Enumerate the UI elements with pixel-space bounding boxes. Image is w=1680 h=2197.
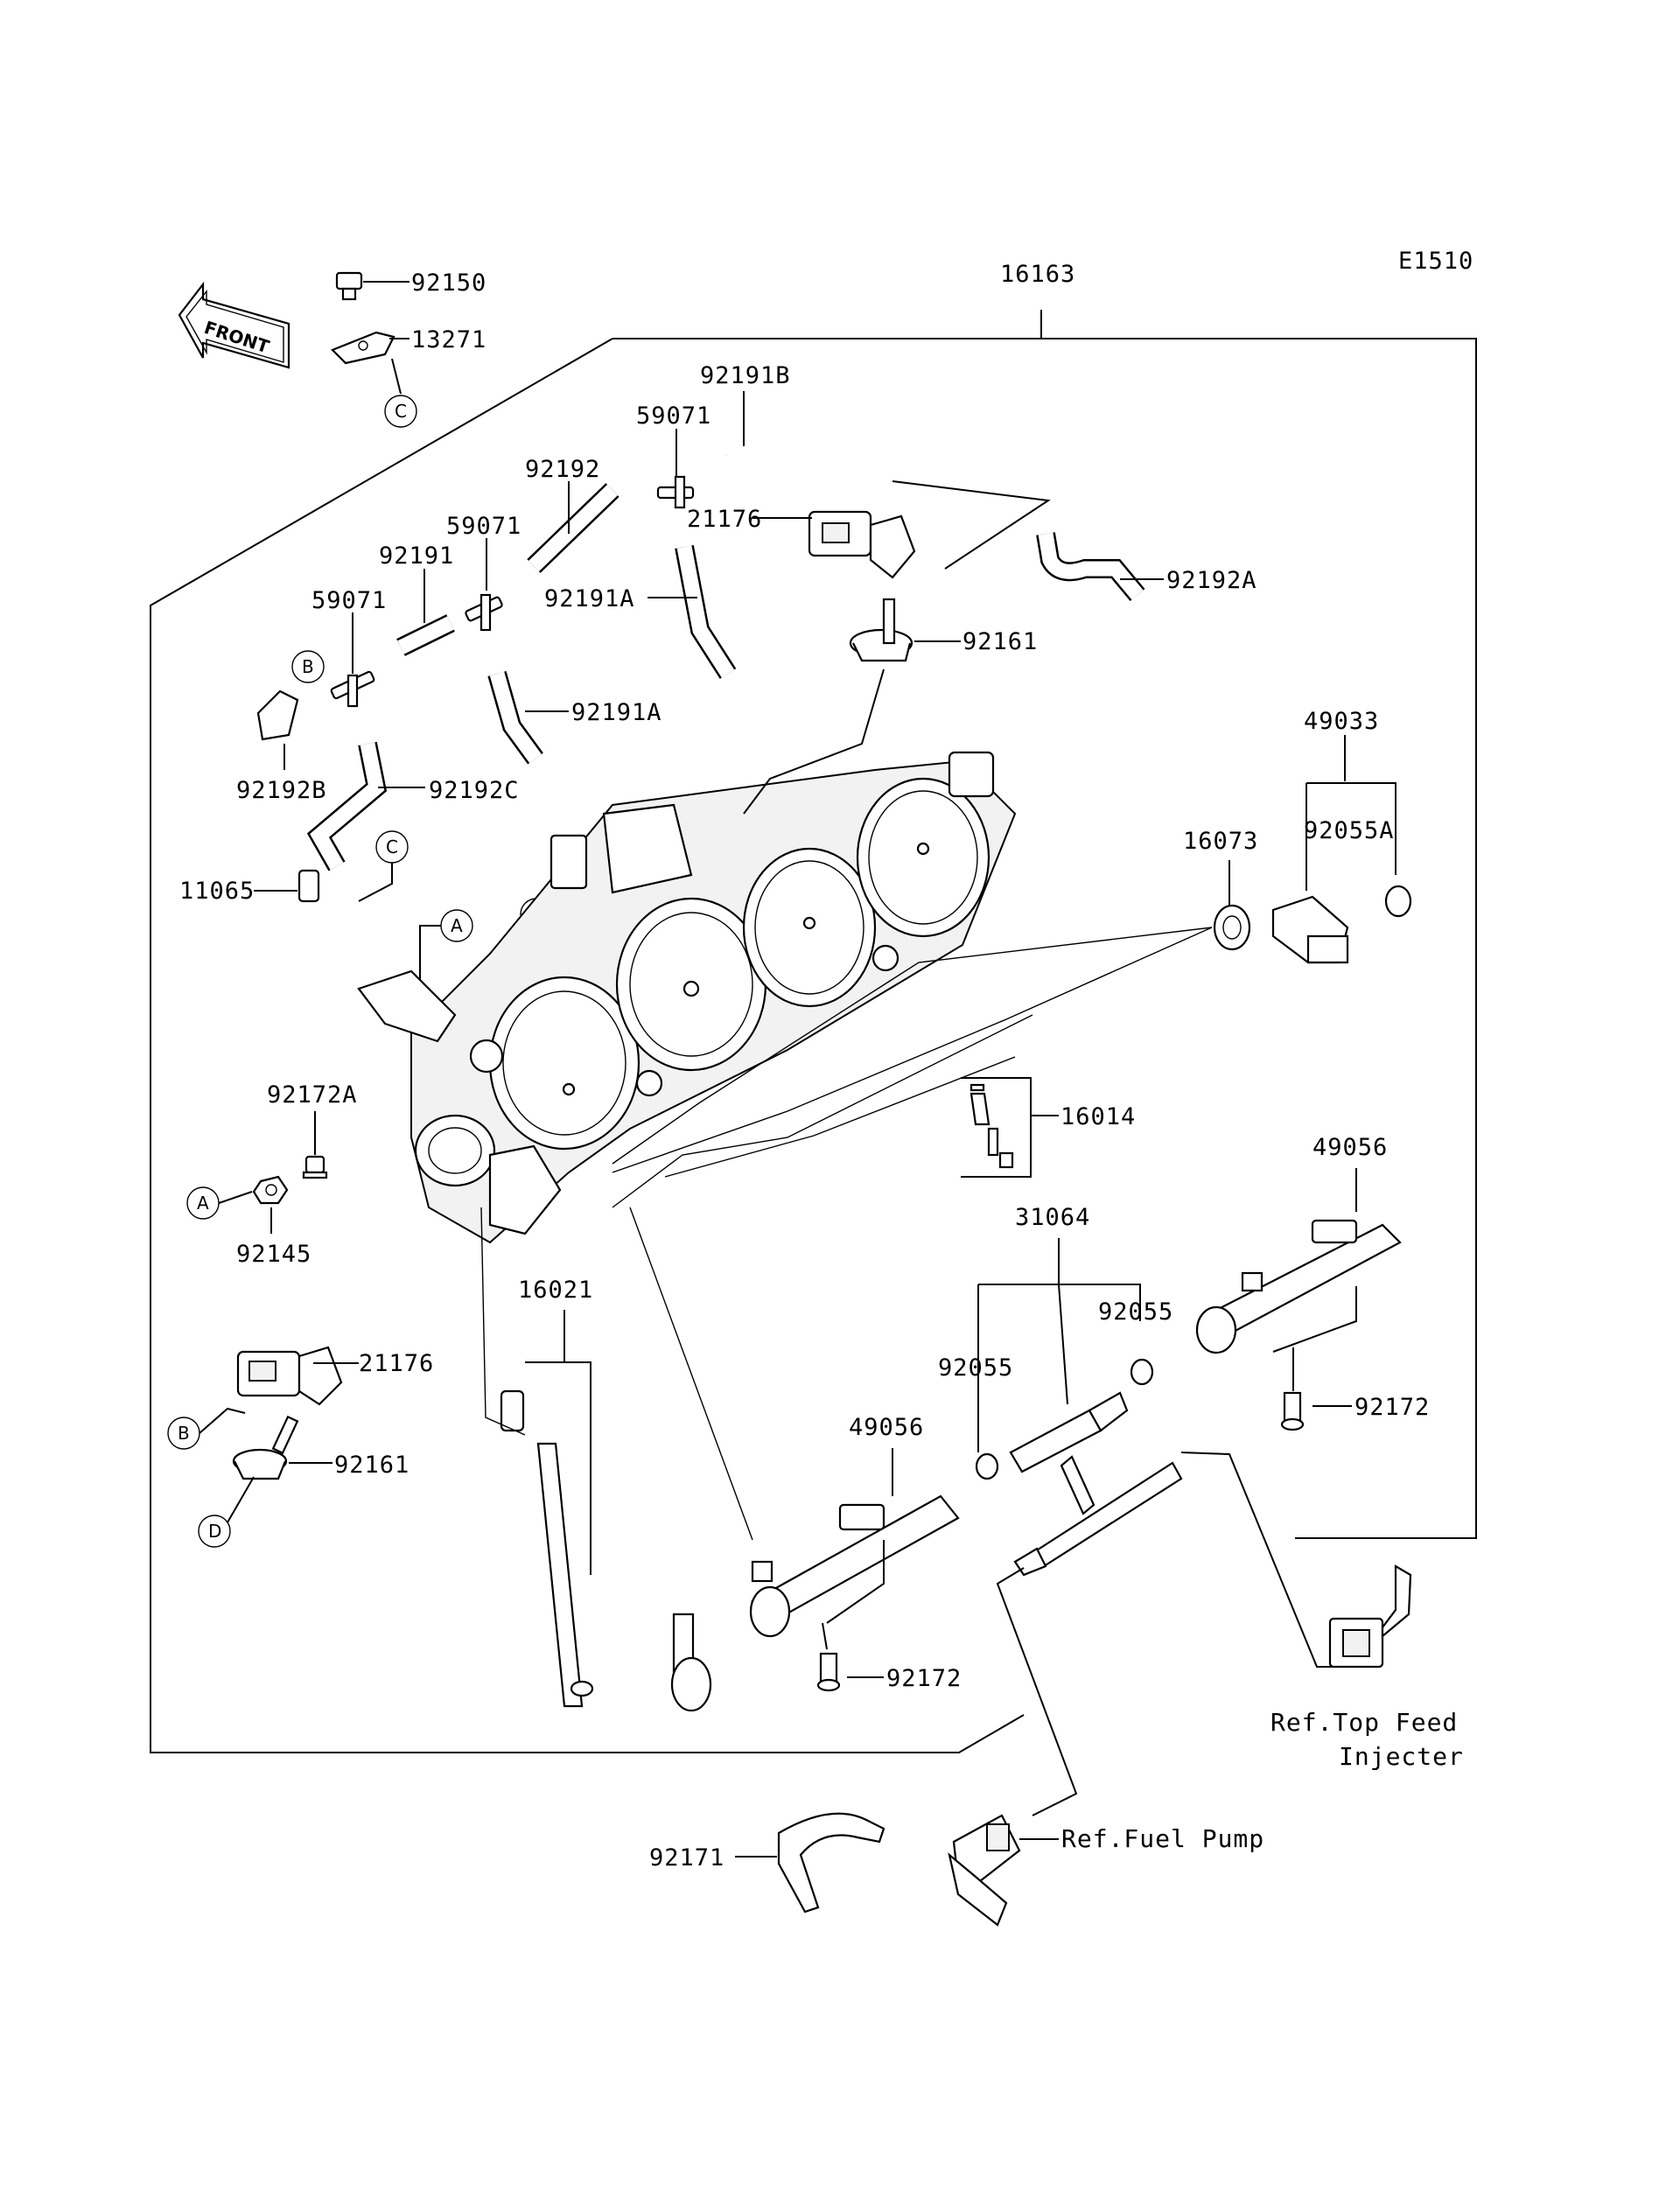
callout-59071-c: 59071 xyxy=(312,587,387,614)
assembly-outline xyxy=(150,310,1477,1753)
cap-11065-icon xyxy=(298,869,320,903)
callout-11065: 11065 xyxy=(179,878,255,905)
bolt-92150-icon xyxy=(335,271,363,301)
marker-a-left-label: A xyxy=(197,1193,209,1214)
callout-49033: 49033 xyxy=(1304,708,1379,735)
marker-a-mid-label: A xyxy=(451,915,463,936)
fuel-pump-connector-icon xyxy=(948,1814,1021,1927)
callout-92055A: 92055A xyxy=(1304,817,1395,844)
callout-21176-bottom: 21176 xyxy=(359,1350,434,1377)
top-feed-injector-icon xyxy=(1328,1564,1412,1669)
callout-92191: 92191 xyxy=(379,542,454,570)
marker-d-bottom-label: D xyxy=(208,1521,221,1542)
ref-fuel-pump: Ref.Fuel Pump xyxy=(1061,1824,1264,1853)
callout-92172-right: 92172 xyxy=(1354,1394,1430,1421)
ref-top-feed-line1: Ref.Top Feed xyxy=(1270,1708,1458,1737)
callout-92191B: 92191B xyxy=(700,362,791,389)
front-arrow-icon: FRONT xyxy=(178,281,290,369)
marker-c-top xyxy=(384,395,417,428)
fuel-hose-31064-icon xyxy=(1009,1391,1183,1577)
hose-92191A-b-icon xyxy=(487,671,543,765)
fuel-rail-49056-left-icon xyxy=(749,1494,960,1638)
callout-59071-a: 59071 xyxy=(636,402,711,430)
callout-92192C: 92192C xyxy=(429,777,520,804)
throttle-body-assembly xyxy=(357,751,1017,1244)
callout-92055-left: 92055 xyxy=(938,1354,1013,1382)
callout-16073: 16073 xyxy=(1183,828,1258,855)
fuel-rail-49056-right-icon xyxy=(1195,1219,1402,1354)
sensor-21176-top-icon xyxy=(808,510,916,579)
hose-92192A-icon xyxy=(1036,532,1145,602)
callout-92192: 92192 xyxy=(525,456,600,483)
callout-16014: 16014 xyxy=(1060,1103,1136,1130)
fitting-92161-top-icon xyxy=(849,598,914,662)
nut-92145-icon xyxy=(252,1175,289,1205)
callout-31064: 31064 xyxy=(1015,1204,1090,1231)
marker-d-bottom xyxy=(198,1515,231,1548)
fitting-92161-bottom-icon xyxy=(232,1415,299,1480)
callout-92192A: 92192A xyxy=(1166,567,1257,594)
callout-92191A-a: 92191A xyxy=(544,585,635,612)
marker-b-left xyxy=(291,650,325,683)
callout-16021: 16021 xyxy=(518,1277,593,1304)
callout-92055-right: 92055 xyxy=(1098,1298,1173,1326)
bolt-92172-left-icon xyxy=(816,1652,841,1692)
hose-92192C-icon xyxy=(306,741,388,871)
hose-92191B-icon xyxy=(723,401,904,486)
callout-92172A: 92172A xyxy=(267,1081,358,1109)
oring-92055A-icon xyxy=(1384,885,1412,918)
adjuster-16021-icon xyxy=(500,1389,712,1712)
callout-92145: 92145 xyxy=(236,1241,312,1268)
cap-92192B-icon xyxy=(256,689,299,741)
marker-c-mid-label: C xyxy=(386,836,398,857)
marker-c-top-label: C xyxy=(395,401,407,422)
bolt-92172-right-icon xyxy=(1280,1391,1305,1431)
tjoint-59071-b-icon xyxy=(465,593,503,632)
hose-92191-icon xyxy=(396,614,455,656)
marker-b-left-label: B xyxy=(302,656,314,677)
callout-21176-top: 21176 xyxy=(687,506,762,533)
callout-49056-right: 49056 xyxy=(1312,1134,1388,1161)
screw-16014-icon xyxy=(970,1083,1014,1169)
callout-13271: 13271 xyxy=(411,326,486,353)
bolt-92172A-icon xyxy=(302,1155,328,1179)
callout-92171: 92171 xyxy=(649,1844,724,1872)
tjoint-59071-a-icon xyxy=(656,475,695,509)
hose-92191A-a-icon xyxy=(675,544,737,679)
tjoint-59071-c-icon xyxy=(330,670,375,708)
callout-16163: 16163 xyxy=(1000,261,1075,288)
callout-92150: 92150 xyxy=(411,269,486,297)
callout-49056-left: 49056 xyxy=(849,1414,924,1441)
callout-92172-left: 92172 xyxy=(886,1665,962,1692)
marker-b-bottom-label: B xyxy=(178,1423,190,1444)
sensor-49033-icon xyxy=(1271,895,1349,964)
callout-59071-b: 59071 xyxy=(446,513,522,540)
sensor-21176-bottom-icon xyxy=(236,1346,343,1406)
hose-92192-icon xyxy=(527,483,620,573)
callout-92161-bottom: 92161 xyxy=(334,1452,410,1479)
bracket-13271-icon xyxy=(331,331,396,365)
callout-92192B: 92192B xyxy=(236,777,327,804)
oring-92055-left-icon xyxy=(975,1452,999,1480)
ref-top-feed-line2: Injecter xyxy=(1339,1742,1464,1771)
clamp-92171-icon xyxy=(777,1812,886,1914)
collar-16073-icon xyxy=(1213,904,1251,951)
oring-92055-right-icon xyxy=(1130,1358,1154,1386)
callout-92161-top: 92161 xyxy=(962,628,1038,655)
diagram-code: E1510 xyxy=(1398,248,1474,275)
callout-92191A-b: 92191A xyxy=(571,699,662,726)
